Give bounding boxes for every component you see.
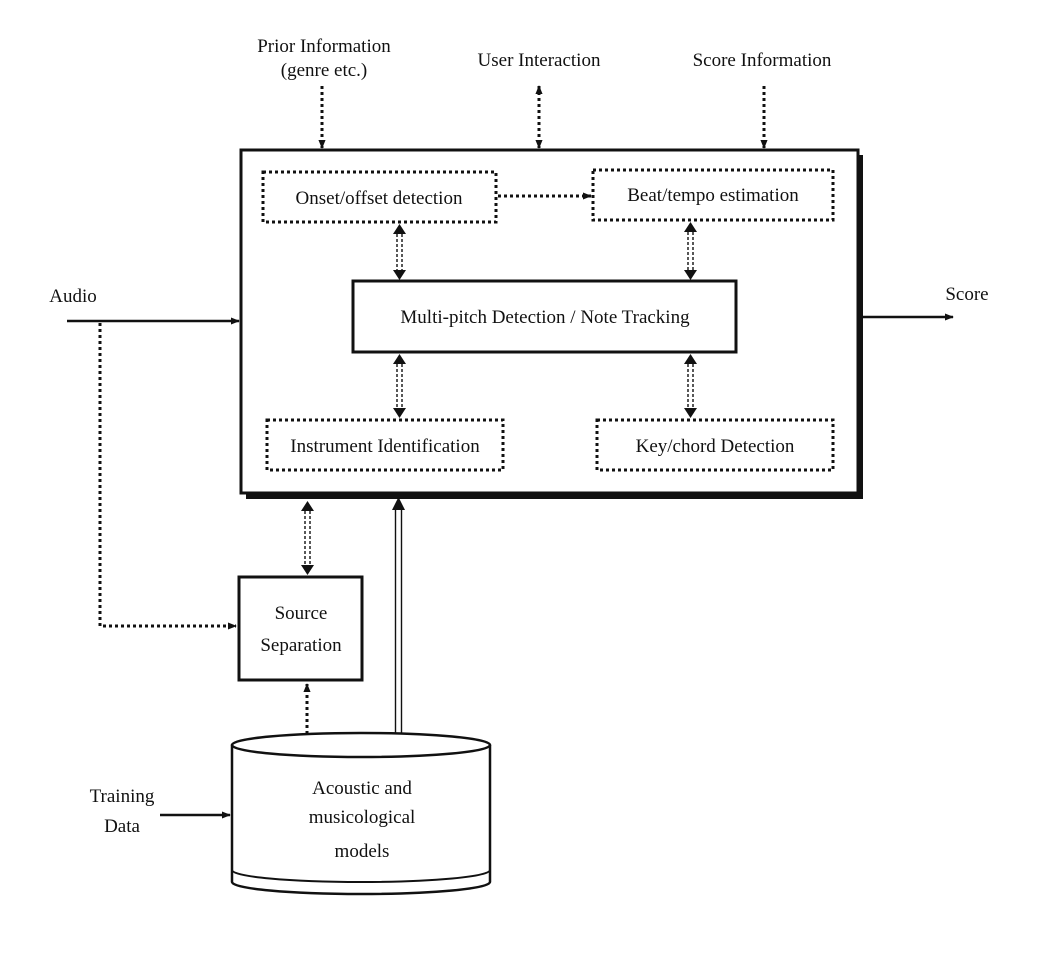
prior-information-label: Prior Information: [257, 36, 391, 57]
score-information-label: Score Information: [693, 50, 832, 71]
source-separation-box: [237, 575, 364, 682]
key-chord-label: Key/chord Detection: [636, 436, 795, 457]
score-output-label: Score: [945, 284, 988, 305]
instrument-id-box: [265, 418, 505, 472]
user-interaction-label: User Interaction: [478, 50, 601, 71]
audio-label: Audio: [49, 286, 97, 307]
training-data-label-line1: Training: [90, 786, 155, 807]
models-label-line3: models: [335, 841, 390, 862]
main-models-link: [392, 497, 405, 747]
key-chord-box: [595, 418, 835, 472]
training-data-label-line2: Data: [104, 816, 140, 837]
onset-offset-box: [261, 170, 498, 224]
prior-information-sublabel: (genre etc.): [281, 60, 368, 81]
multipitch-box: [351, 279, 738, 354]
multipitch-keychord-link: [684, 354, 697, 418]
onset-offset-label: Onset/offset detection: [296, 188, 463, 209]
source-separation-label-line2: Separation: [260, 635, 342, 656]
multipitch-instrument-link: [393, 354, 406, 418]
beat-tempo-label: Beat/tempo estimation: [627, 185, 799, 206]
audio-to-source-separation-arrow: [98, 323, 237, 630]
models-label-line1: Acoustic and: [312, 778, 412, 799]
models-database: [230, 731, 492, 896]
main-source-separation-link: [301, 501, 314, 575]
source-separation-label-line1: Source: [275, 603, 328, 624]
beat-tempo-box: [591, 168, 835, 222]
multipitch-label: Multi-pitch Detection / Note Tracking: [400, 307, 690, 328]
beat-multipitch-link: [684, 222, 697, 280]
instrument-id-label: Instrument Identification: [290, 436, 480, 457]
models-label-line2: musicological: [309, 807, 416, 828]
onset-multipitch-link: [393, 224, 406, 280]
